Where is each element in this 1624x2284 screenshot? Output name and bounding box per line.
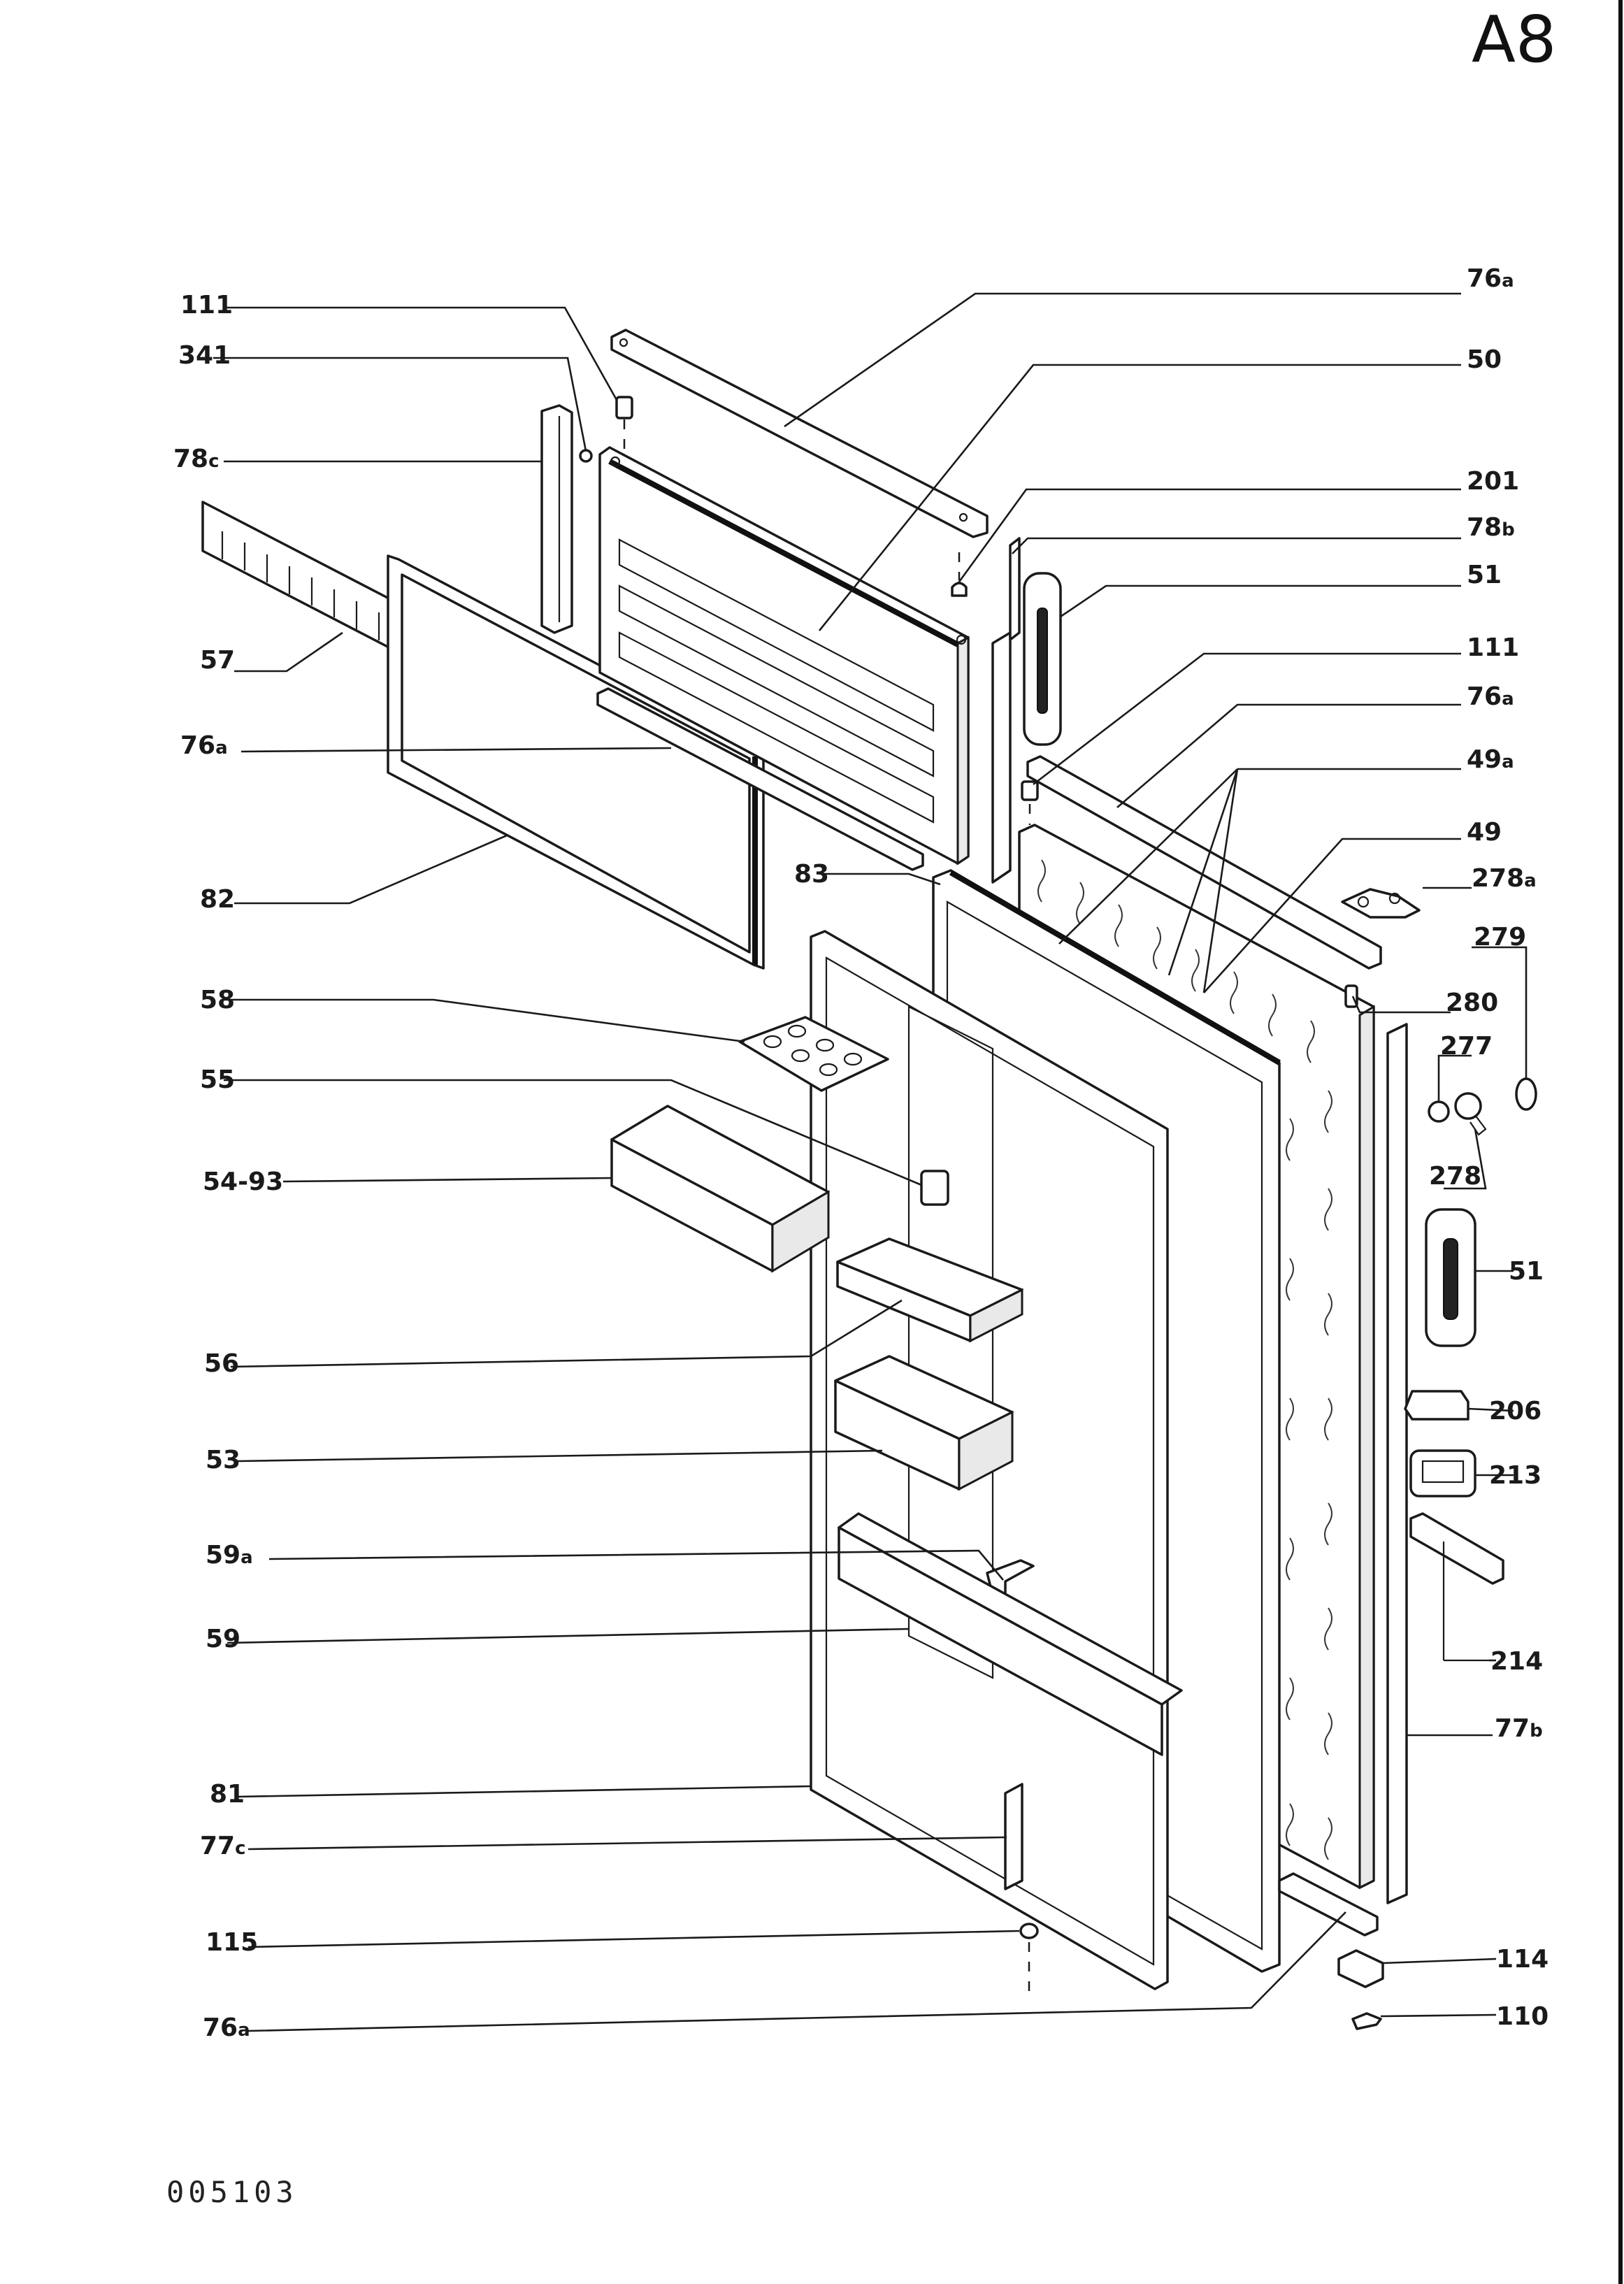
part-76a-top-strip <box>610 329 989 538</box>
drawing-number: 005103 <box>166 2175 298 2209</box>
part-50-panel <box>598 446 970 866</box>
part-114-clip <box>1337 1949 1384 1988</box>
part-78c-strip <box>540 404 573 634</box>
callout-49: 49 <box>1467 818 1502 847</box>
callout-82: 82 <box>200 885 235 914</box>
part-54-93-bin <box>610 1105 830 1273</box>
leader-lines <box>213 292 1528 2032</box>
callout-111-right: 111 <box>1467 633 1519 662</box>
callout-50: 50 <box>1467 345 1502 374</box>
callout-57: 57 <box>200 646 235 675</box>
callout-81: 81 <box>210 1780 245 1809</box>
callout-280: 280 <box>1446 989 1498 1017</box>
callout-77c: 77c <box>200 1832 246 1860</box>
callout-214: 214 <box>1490 1647 1543 1676</box>
part-53-shelf-bin <box>834 1355 1014 1491</box>
page-id: A8 <box>1472 2 1556 77</box>
part-76a-left-strip <box>596 687 924 871</box>
callout-54-93: 54-93 <box>203 1168 283 1196</box>
callout-76a-top: 76a <box>1467 264 1514 293</box>
callout-77b: 77b <box>1495 1714 1543 1743</box>
part-82-frame <box>387 554 765 970</box>
part-76a-bottom-strip <box>1278 1872 1379 1937</box>
part-59-bottle-shelf <box>838 1512 1183 1756</box>
part-58-egg-tray <box>738 1016 889 1092</box>
callout-201: 201 <box>1467 467 1519 496</box>
parts <box>201 329 1537 2030</box>
callout-83: 83 <box>794 860 829 889</box>
part-213-display <box>1409 1449 1476 1497</box>
part-115-washer <box>1019 1923 1039 1999</box>
part-55-clip <box>920 1170 949 1206</box>
part-111-screw-right <box>1021 780 1039 825</box>
callout-110: 110 <box>1496 2002 1548 2031</box>
callout-76a-left: 76a <box>180 731 228 760</box>
callout-58: 58 <box>200 986 235 1014</box>
callout-76a-bottom: 76a <box>203 2013 250 2042</box>
callout-341: 341 <box>178 341 231 370</box>
callout-279: 279 <box>1474 923 1526 951</box>
callout-59a: 59a <box>206 1541 253 1570</box>
part-279-cap <box>1515 1077 1537 1111</box>
callout-278a: 278a <box>1472 864 1537 893</box>
callout-53: 53 <box>206 1446 240 1474</box>
callout-51-top: 51 <box>1467 561 1502 589</box>
callout-labels: 111 341 78c 57 76a 82 83 58 55 54-93 56 … <box>173 264 1548 2042</box>
callout-51-bottom: 51 <box>1509 1257 1544 1286</box>
part-76a-right-strip <box>1026 755 1382 970</box>
callout-59: 59 <box>206 1625 240 1653</box>
part-277-washer <box>1428 1100 1450 1123</box>
part-206-cap <box>1404 1390 1469 1421</box>
part-201-screw <box>951 552 968 597</box>
callout-78c: 78c <box>173 445 220 473</box>
callout-278: 278 <box>1429 1162 1481 1191</box>
part-56-covered-shelf <box>836 1237 1023 1343</box>
callout-115: 115 <box>206 1928 258 1957</box>
callout-277: 277 <box>1440 1032 1493 1061</box>
part-51-handle-top <box>1023 572 1062 746</box>
callout-49a: 49a <box>1467 745 1514 774</box>
part-110-pin <box>1351 2012 1382 2030</box>
part-77b-strip <box>1386 1023 1408 1904</box>
part-51-handle-bottom <box>1425 1208 1476 1347</box>
callout-76a-right: 76a <box>1467 682 1514 711</box>
callout-55: 55 <box>200 1065 235 1094</box>
callout-78b: 78b <box>1467 513 1515 542</box>
part-77c-strip <box>1004 1783 1023 1890</box>
callout-213: 213 <box>1489 1461 1542 1490</box>
callout-114: 114 <box>1496 1945 1548 1974</box>
part-278a-hinge <box>1341 888 1421 919</box>
callout-111-top: 111 <box>180 291 233 319</box>
part-78b-strip <box>991 631 1012 884</box>
part-111-screw <box>615 396 633 461</box>
callout-56: 56 <box>204 1349 239 1378</box>
part-214-bar <box>1409 1512 1504 1662</box>
callout-206: 206 <box>1489 1397 1542 1425</box>
part-341-ring <box>579 449 593 463</box>
part-278-lock <box>1454 1092 1487 1136</box>
